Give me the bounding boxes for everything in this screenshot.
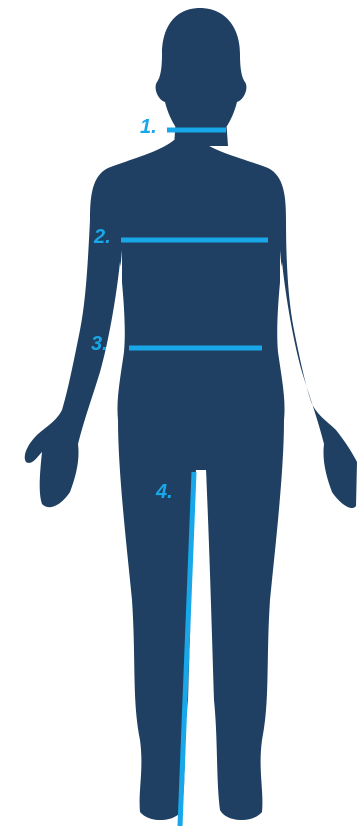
waist-marker-label: 3. (91, 333, 108, 355)
head (156, 8, 247, 130)
inseam-marker-label: 4. (155, 481, 173, 503)
chest-marker-label: 2. (93, 226, 111, 248)
neck-marker-label: 1. (140, 116, 157, 138)
